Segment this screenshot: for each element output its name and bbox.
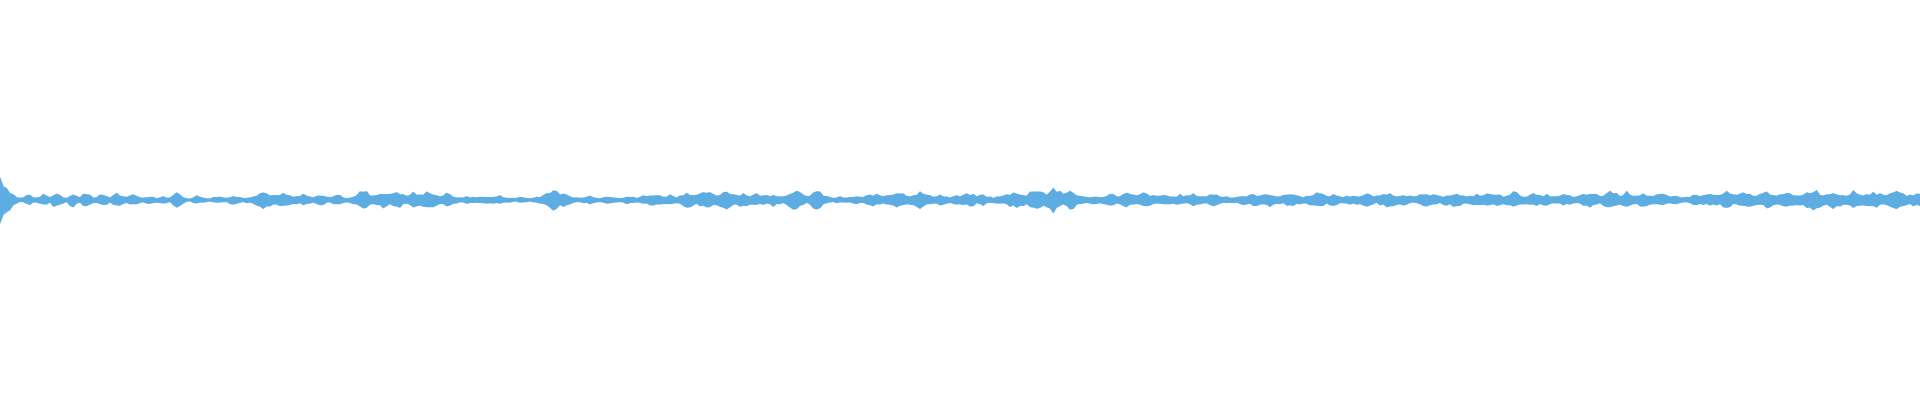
waveform-graphic — [0, 177, 1920, 224]
audio-waveform-view — [0, 177, 1920, 224]
